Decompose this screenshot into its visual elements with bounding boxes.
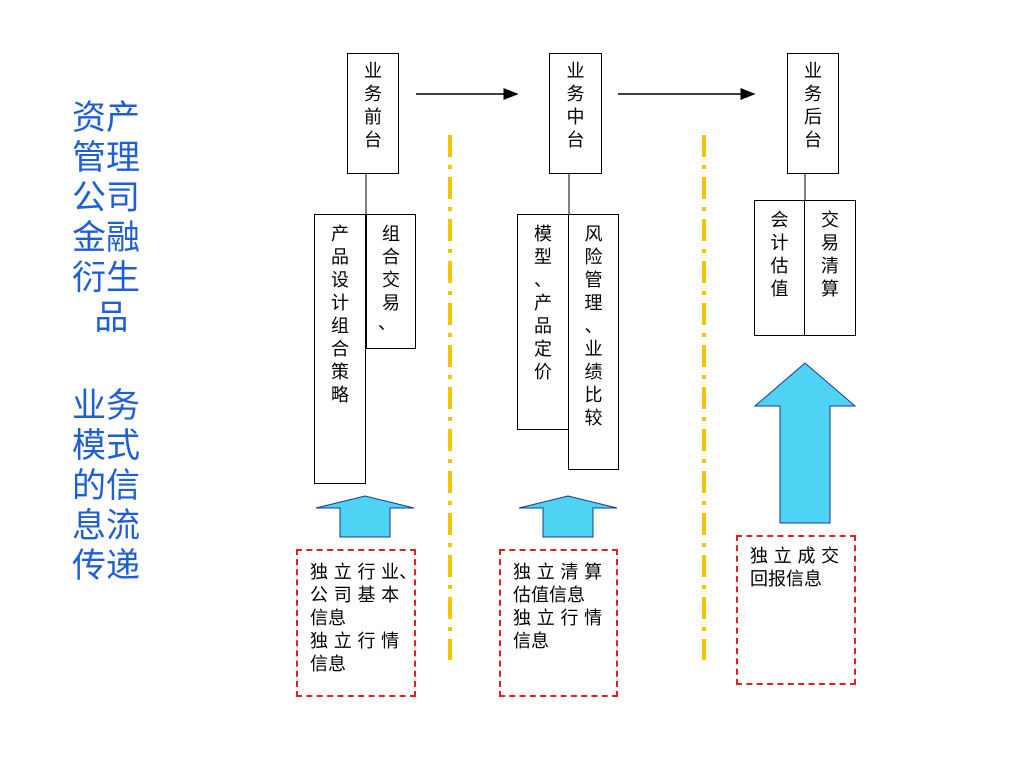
- stage-front-box: 业 务 前 台: [347, 53, 399, 174]
- stage-front-label: 业 务 前 台: [364, 61, 382, 151]
- middle-risk-box: 风 险 管 理 、 业 绩 比 较: [568, 214, 619, 470]
- source-text-back: 独 立 成 交 回报信息: [750, 546, 840, 590]
- front-product-design-label: 产 品 设 计 组 合 策 略: [331, 224, 349, 406]
- middle-model-pricing-box: 模 型 、 产 品 定 价: [517, 214, 569, 430]
- front-portfolio-trading-label: 组 合 交 易: [382, 224, 400, 314]
- source-box-front: 独 立 行 业、 公 司 基 本 信息 独 立 行 情 信息: [296, 549, 418, 697]
- source-text-middle: 独 立 清 算 估值信息 独 立 行 情 信息: [513, 562, 603, 652]
- back-accounting-box: 会 计 估 值: [754, 200, 805, 336]
- stage-back-label: 业 务 后 台: [804, 61, 822, 151]
- middle-model-pricing-label: 模 型 、 产 品 定 价: [534, 224, 552, 383]
- front-comma: 、: [378, 313, 396, 334]
- back-settlement-label: 交 易 清 算: [821, 210, 839, 300]
- up-arrow-front: [315, 495, 415, 538]
- source-box-middle: 独 立 清 算 估值信息 独 立 行 情 信息: [499, 549, 618, 697]
- front-product-design-box: 产 品 设 计 组 合 策 略: [314, 214, 366, 484]
- back-accounting-label: 会 计 估 值: [770, 210, 789, 300]
- source-text-front: 独 立 行 业、 公 司 基 本 信息 独 立 行 情 信息: [310, 562, 418, 675]
- diagram-title-top: 资产 管理 公司 金融 衍生 品: [72, 98, 140, 338]
- stage-middle-box: 业 务 中 台: [549, 53, 602, 174]
- diagram-title-bottom: 业务 模式 的信 息流 传递: [72, 386, 140, 586]
- stage-middle-label: 业 务 中 台: [566, 61, 585, 151]
- source-box-back: 独 立 成 交 回报信息: [736, 535, 856, 685]
- front-portfolio-trading-box: 组 合 交 易: [366, 214, 416, 349]
- back-settlement-box: 交 易 清 算: [804, 200, 856, 336]
- stage-back-box: 业 务 后 台: [787, 53, 839, 174]
- up-arrow-back: [753, 362, 857, 524]
- up-arrow-middle: [518, 495, 618, 538]
- middle-risk-label: 风 险 管 理 、 业 绩 比 较: [584, 224, 603, 429]
